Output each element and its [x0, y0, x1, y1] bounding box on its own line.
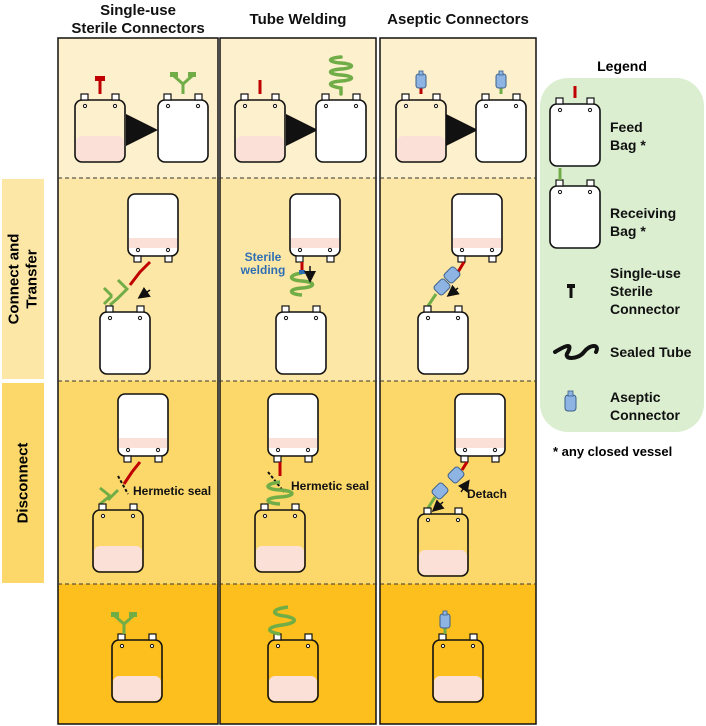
column-header-single-use: Single-use Sterile Connectors [58, 2, 218, 38]
row1-single-use [74, 70, 209, 163]
legend-title: Legend [597, 58, 647, 74]
column-header-tube-welding: Tube Welding [218, 11, 378, 29]
legend-aseptic-connector: Aseptic Connector [610, 388, 680, 424]
row3-single-use [92, 393, 169, 573]
row4-tube-welding [267, 605, 319, 703]
legend-line: Connector [610, 407, 680, 423]
annotation-hermetic-seal-single-use: Hermetic seal [133, 484, 212, 498]
row3-tube-welding [254, 393, 319, 573]
row2-tube-welding [275, 193, 341, 375]
row1-aseptic [395, 70, 527, 163]
legend-line: Connector [610, 301, 680, 317]
legend-sealed-tube: Sealed Tube [610, 344, 692, 360]
column-header-aseptic: Aseptic Connectors [378, 11, 538, 29]
column-header-line2: Aseptic Connectors [387, 11, 529, 28]
annotation-hermetic-seal-tube-welding: Hermetic seal [291, 479, 370, 493]
row2-single-use [99, 193, 179, 375]
row1-tube-welding [234, 55, 367, 163]
annotation-detach: Detach [467, 487, 508, 501]
legend-line: Sterile [610, 283, 653, 299]
legend-line: Receiving [610, 205, 677, 221]
column-header-line2: Tube Welding [249, 11, 347, 28]
legend-line: Single-use [610, 265, 681, 281]
annotation-line: Sterile [244, 250, 282, 264]
legend-single-use-connector: Single-use Sterile Connector [610, 264, 681, 318]
legend-footnote: * any closed vessel [553, 444, 673, 459]
legend-feed-bag: Feed Bag * [610, 118, 646, 154]
legend-line: Aseptic [610, 389, 661, 405]
column-header-line1: Single-use [100, 2, 176, 19]
column-header-line2: Sterile Connectors [71, 20, 205, 37]
legend-line: Bag * [610, 223, 646, 239]
annotation-sterile-welding: Sterile welding [238, 251, 288, 277]
row4-aseptic [432, 610, 484, 703]
legend-receiving-bag: Receiving Bag * [610, 204, 676, 240]
row-label-disconnect: Disconnect [2, 383, 44, 583]
row2-aseptic [417, 193, 503, 375]
legend-icons [540, 78, 704, 432]
legend-line: Feed [610, 119, 643, 135]
legend-line: Bag * [610, 137, 646, 153]
row3-aseptic [417, 393, 506, 577]
annotation-line: welding [240, 263, 286, 277]
row-separators [58, 177, 536, 585]
